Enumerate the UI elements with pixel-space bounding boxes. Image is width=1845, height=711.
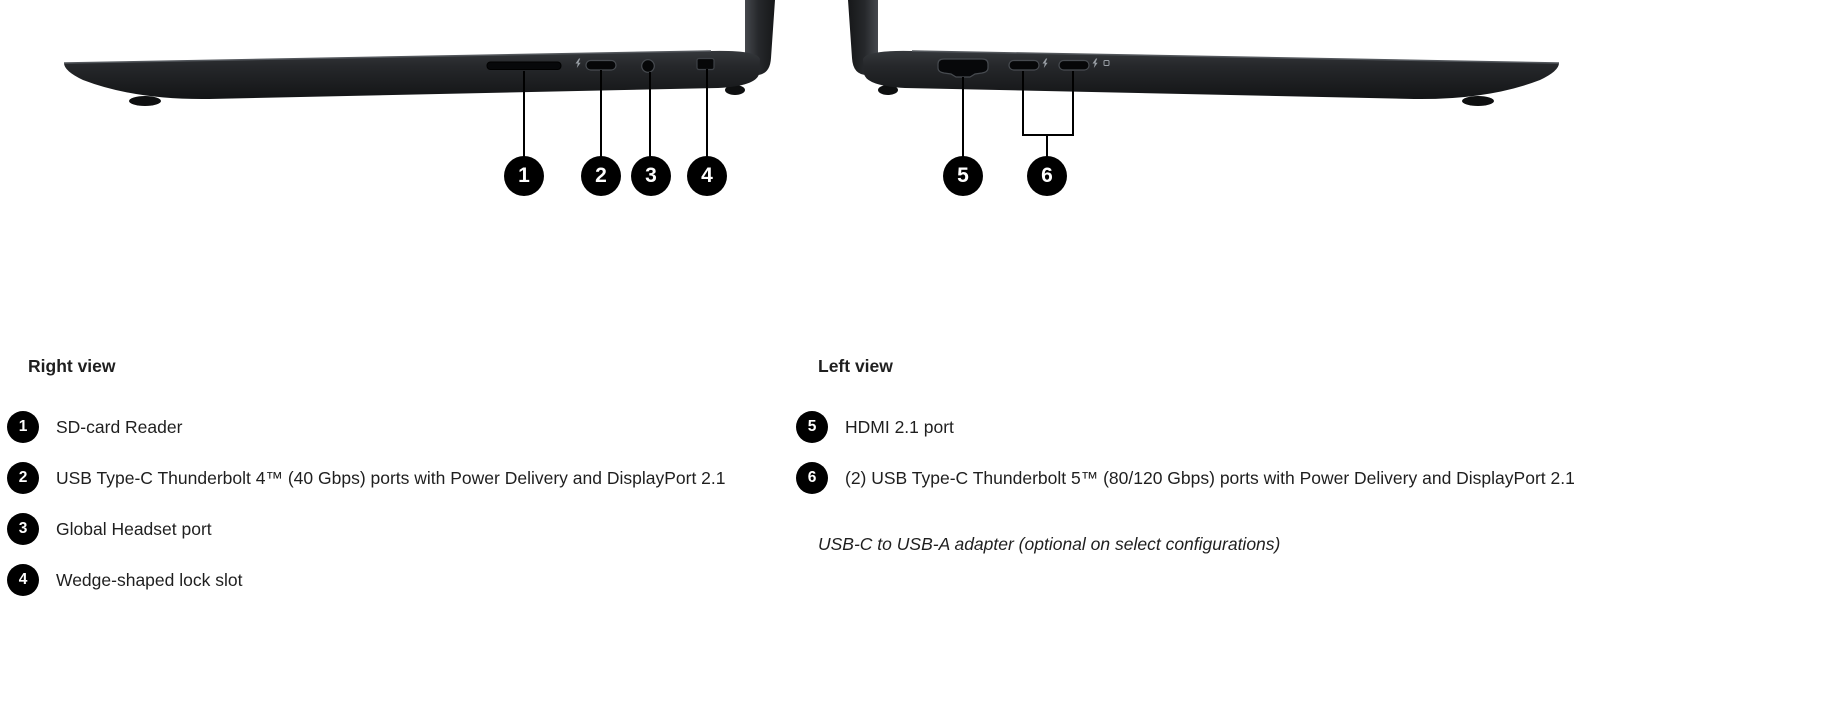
leader-line-3 <box>649 72 651 158</box>
diagram-callout-5: 5 <box>943 156 983 196</box>
laptop-foot <box>878 85 898 95</box>
laptop-left-view-illustration <box>848 0 1560 106</box>
diagram-callout-1: 1 <box>504 156 544 196</box>
usb-c-port-1 <box>1008 59 1040 71</box>
laptop-right-view-illustration <box>63 0 775 106</box>
leader-line-2 <box>600 70 602 158</box>
diagram-callout-3: 3 <box>631 156 671 196</box>
headset-jack <box>641 59 655 73</box>
leader-line-5 <box>962 77 964 158</box>
thunderbolt-icon <box>575 58 581 68</box>
deck-edge-highlight <box>63 50 712 64</box>
diagram-callout-6: 6 <box>1027 156 1067 196</box>
thunderbolt-icon <box>1042 58 1048 68</box>
diagram-callout-2: 2 <box>581 156 621 196</box>
leader-line-1 <box>523 71 525 158</box>
legend-label-1: SD-card Reader <box>56 417 183 437</box>
leader-line-6a <box>1022 71 1024 136</box>
left-view-heading: Left view <box>818 356 893 376</box>
legend-item-5: 5 HDMI 2.1 port <box>796 411 1596 443</box>
legend-item-1: 1 SD-card Reader <box>7 411 787 443</box>
legend-item-4: 4 Wedge-shaped lock slot <box>7 564 787 596</box>
legend-badge-4: 4 <box>7 564 39 596</box>
usb-c-port-2 <box>1058 59 1090 71</box>
legend-item-6: 6 (2) USB Type-C Thunderbolt 5™ (80/120 … <box>796 462 1596 494</box>
diagram-callout-4: 4 <box>687 156 727 196</box>
legend-left-view: Left view 5 HDMI 2.1 port 6 (2) USB Type… <box>796 356 1596 573</box>
laptop-foot <box>725 85 745 95</box>
sd-card-slot <box>486 61 562 70</box>
right-view-heading: Right view <box>28 356 116 376</box>
legend-item-3: 3 Global Headset port <box>7 513 787 545</box>
power-delivery-icon <box>1103 60 1110 66</box>
legend-label-3: Global Headset port <box>56 519 212 539</box>
thunderbolt-icon <box>1092 58 1098 68</box>
legend-item-2: 2 USB Type-C Thunderbolt 4™ (40 Gbps) po… <box>7 462 787 494</box>
legend-label-4: Wedge-shaped lock slot <box>56 570 243 590</box>
legend-badge-5: 5 <box>796 411 828 443</box>
laptop-body <box>64 50 760 100</box>
leader-line-6c <box>1046 134 1048 158</box>
laptop-foot <box>1462 96 1494 106</box>
legend-label-5: HDMI 2.1 port <box>845 417 954 437</box>
laptop-foot <box>129 96 161 106</box>
lock-slot <box>696 57 715 71</box>
leader-line-6-bracket <box>1022 134 1074 136</box>
legend-badge-6: 6 <box>796 462 828 494</box>
adapter-note: USB-C to USB-A adapter (optional on sele… <box>818 534 1281 554</box>
legend-label-2: USB Type-C Thunderbolt 4™ (40 Gbps) port… <box>56 468 726 488</box>
legend-badge-3: 3 <box>7 513 39 545</box>
legend-right-view: Right view 1 SD-card Reader 2 USB Type-C… <box>7 356 787 596</box>
hdmi-port <box>937 58 989 78</box>
deck-edge-highlight <box>911 50 1560 64</box>
usb-c-port <box>585 59 617 71</box>
legend-badge-2: 2 <box>7 462 39 494</box>
leader-line-6b <box>1072 71 1074 136</box>
legend-label-6: (2) USB Type-C Thunderbolt 5™ (80/120 Gb… <box>845 468 1575 488</box>
leader-line-4 <box>706 69 708 158</box>
legend-badge-1: 1 <box>7 411 39 443</box>
